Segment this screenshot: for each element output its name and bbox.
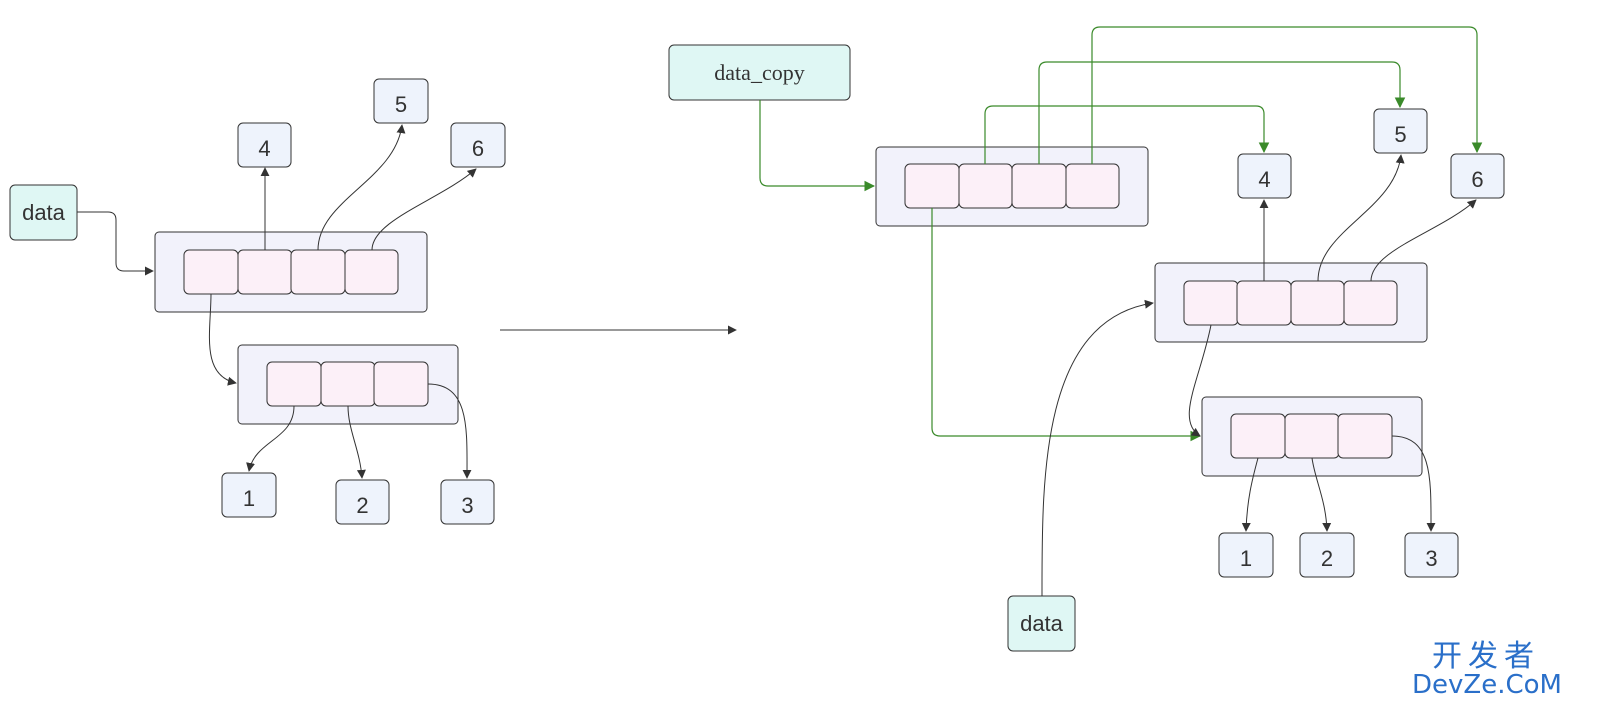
after-edge-copycell3-to-5 [1038, 61, 1406, 164]
after-node-5: 5 [1373, 108, 1428, 154]
before-inner-cell-1 [266, 361, 322, 407]
after-edge-to-3 [1391, 435, 1436, 532]
after-inner-cell-2 [1284, 413, 1340, 459]
after-edge-to-1 [1241, 457, 1259, 532]
after-copy-cell-4 [1065, 163, 1120, 209]
after-inner-cell-3 [1337, 413, 1393, 459]
after-copy-cell-1 [904, 163, 960, 209]
after-edge-copycell2-to-4 [984, 105, 1270, 164]
before-inner-cell-2 [320, 361, 376, 407]
after-outer-cell-2 [1236, 280, 1292, 326]
before-data-label: data [22, 200, 66, 225]
after-edge-data-to-outer [1041, 299, 1154, 597]
after-data-label: data [1020, 611, 1064, 636]
before-edges [77, 124, 477, 479]
svg-text:1: 1 [243, 486, 255, 511]
before-node-1: 1 [221, 472, 277, 518]
after-edge-cell1-to-inner [1188, 324, 1212, 437]
after-edges [1041, 154, 1477, 597]
before-node-4: 4 [237, 122, 292, 168]
after-outer-cell-4 [1343, 280, 1398, 326]
after-inner-cell-1 [1230, 413, 1286, 459]
before-edge-cell3-to-5 [317, 124, 406, 251]
before-outer-cell-1 [183, 249, 239, 295]
watermark-english: DevZe.CoM [1412, 670, 1562, 700]
svg-text:4: 4 [258, 136, 270, 161]
svg-text:2: 2 [1321, 546, 1333, 571]
after-copy-cell-3 [1011, 163, 1067, 209]
after-node-6: 6 [1450, 153, 1505, 199]
after-outer-cell-3 [1290, 280, 1345, 326]
before-node-6: 6 [450, 122, 506, 168]
after-node-4: 4 [1237, 153, 1292, 199]
after-copy-cell-2 [958, 163, 1013, 209]
before-edge-data-to-outer [77, 211, 154, 276]
watermark-chinese: 开发者 [1432, 639, 1540, 674]
before-edge-cell4-to-6 [371, 168, 477, 251]
svg-text:3: 3 [1425, 546, 1437, 571]
svg-text:5: 5 [1394, 122, 1406, 147]
before-data-variable: data [9, 184, 78, 241]
after-outer-list [1154, 262, 1428, 343]
after-node-2: 2 [1299, 532, 1355, 578]
after-edge-copycell4-to-6 [1091, 26, 1483, 164]
after-edge-cell3-to-5 [1317, 154, 1405, 282]
before-outer-cell-4 [344, 249, 399, 295]
after-data-copy-variable: data_copy [668, 44, 851, 101]
before-inner-cell-3 [373, 361, 429, 407]
before-node-5: 5 [373, 78, 429, 124]
after-outer-cell-1 [1183, 280, 1239, 326]
after-node-3: 3 [1404, 532, 1459, 578]
svg-text:1: 1 [1240, 546, 1252, 571]
svg-text:5: 5 [395, 92, 407, 117]
after-copy-outer-list [875, 146, 1149, 227]
after-copy-edges [759, 26, 1483, 442]
after-inner-list [1201, 396, 1423, 477]
before-outer-cell-3 [290, 249, 346, 295]
after-diagram: data_copy 4 [668, 26, 1505, 652]
after-edge-datacopy-to-copylist [759, 100, 876, 192]
before-edge-to-1 [246, 405, 295, 472]
svg-text:2: 2 [356, 493, 368, 518]
before-diagram: data 4 5 6 [9, 78, 506, 525]
after-edge-copycell1-to-inner [931, 208, 1202, 442]
before-outer-cell-2 [237, 249, 293, 295]
before-outer-list [154, 231, 428, 313]
before-node-3: 3 [440, 479, 495, 525]
before-edge-to-3 [427, 383, 472, 479]
after-data-copy-label: data_copy [714, 60, 804, 85]
svg-text:6: 6 [472, 136, 484, 161]
before-node-2: 2 [335, 479, 390, 525]
after-edge-to-2 [1311, 457, 1332, 532]
before-inner-list [237, 344, 459, 425]
svg-text:6: 6 [1471, 167, 1483, 192]
after-data-variable: data [1007, 595, 1076, 652]
before-edge-to-2 [347, 405, 366, 479]
watermark: 开发者 DevZe.CoM [1412, 639, 1562, 700]
after-edge-cell4-to-6 [1370, 199, 1477, 282]
before-edge-cell1-to-inner [208, 293, 237, 386]
after-node-1: 1 [1218, 532, 1274, 578]
svg-text:4: 4 [1258, 167, 1270, 192]
svg-text:3: 3 [461, 493, 473, 518]
